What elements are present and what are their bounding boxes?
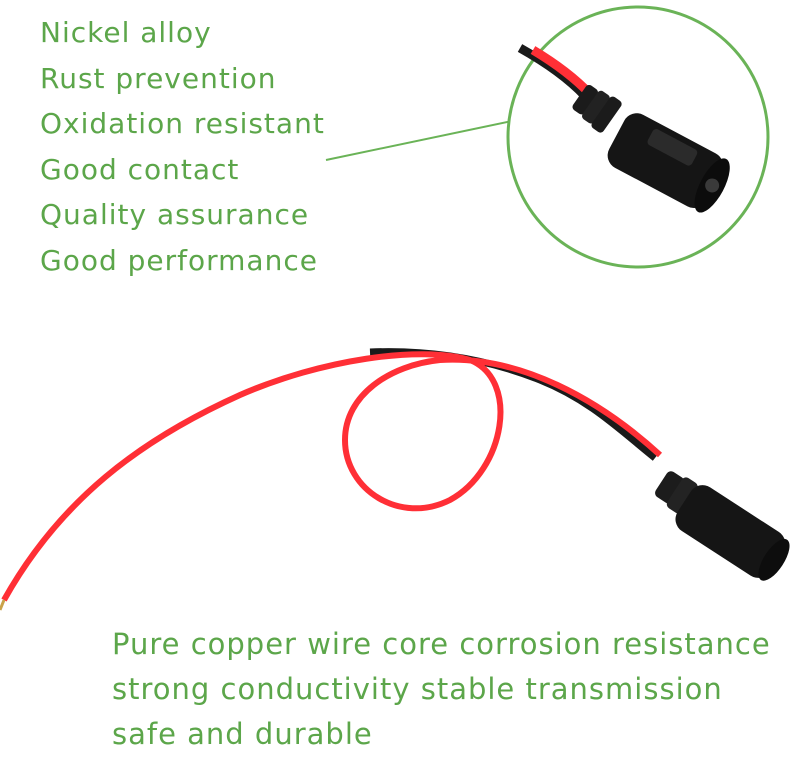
feature-list: Nickel alloy Rust prevention Oxidation r… [40, 10, 325, 284]
cable [0, 348, 663, 611]
feature-item: Good contact [40, 152, 240, 186]
feature-item: Good performance [40, 243, 318, 277]
callout-line [325, 120, 513, 161]
caption-line: strong conductivity stable transmission [112, 672, 723, 706]
feature-item: Nickel alloy [40, 16, 212, 49]
feature-item: Oxidation resistant [40, 107, 325, 141]
product-caption: Pure copper wire core corrosion resistan… [112, 622, 792, 757]
dc-female-connector [655, 471, 790, 581]
feature-item: Rust prevention [40, 61, 277, 95]
zoomed-connector [517, 44, 730, 213]
caption-line: Pure copper wire core corrosion resistan… [112, 627, 771, 661]
feature-item: Quality assurance [40, 198, 310, 232]
caption-line: safe and durable [112, 717, 373, 751]
